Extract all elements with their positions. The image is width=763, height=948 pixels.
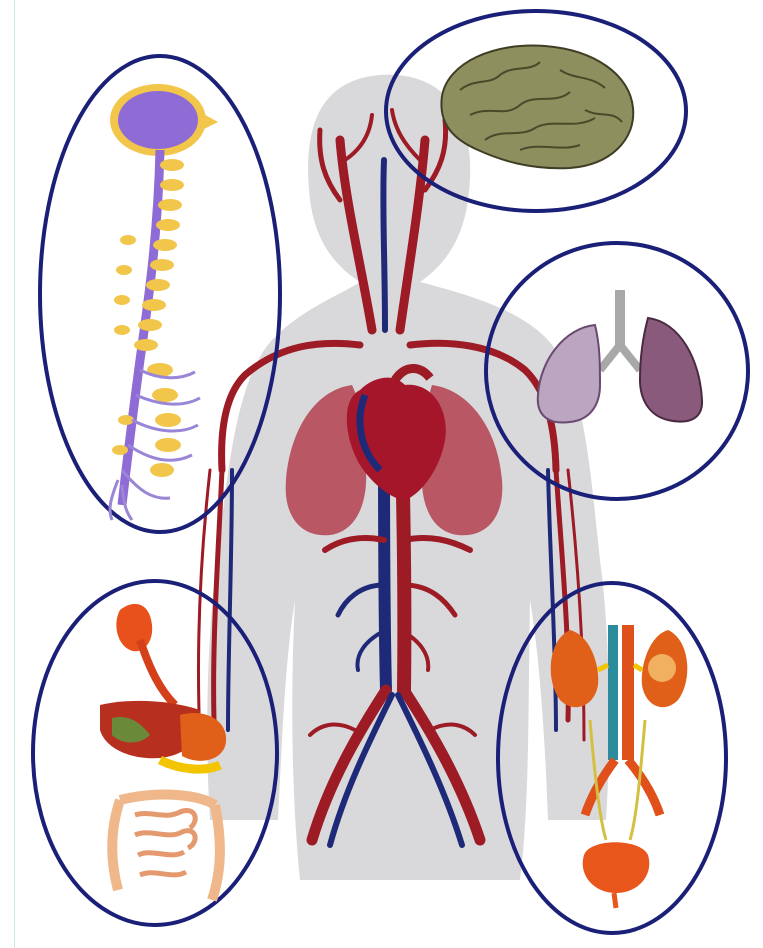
brain-icon (441, 45, 633, 168)
digestive-system-icon (100, 604, 226, 900)
spinal-cord-icon (110, 84, 218, 520)
lungs-icon (538, 290, 702, 423)
spinal-panel (40, 56, 280, 532)
urinary-panel (498, 583, 726, 933)
